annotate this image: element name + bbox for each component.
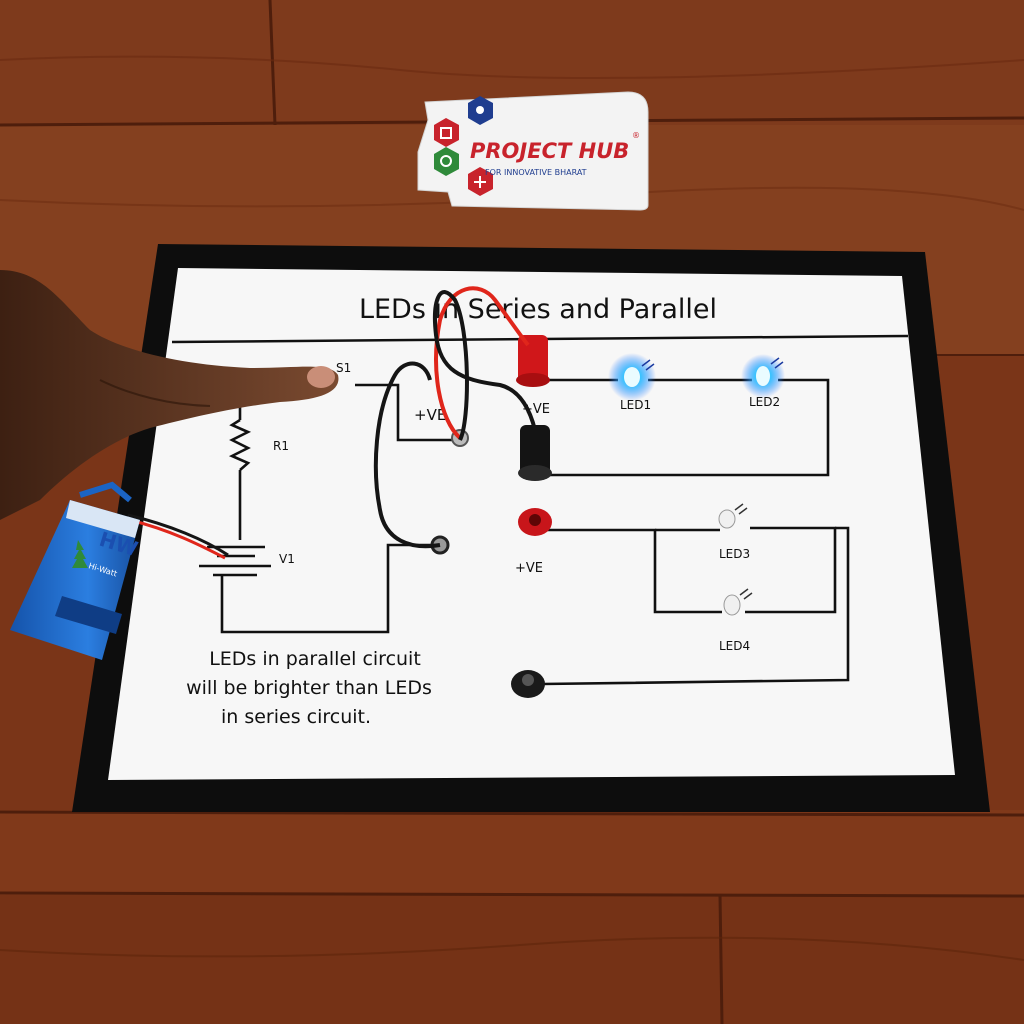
project-hub-logo: PROJECT HUB FOR INNOVATIVE BHARAT ® [417, 91, 649, 211]
logo-brand: PROJECT HUB [470, 139, 629, 163]
socket-series-black[interactable] [518, 425, 552, 481]
led4-off [723, 588, 753, 616]
note-line-2: will be brighter than LEDs [186, 677, 432, 699]
led2-lit [741, 354, 785, 398]
socket-parallel-red[interactable] [518, 508, 552, 536]
led2-label: LED2 [749, 395, 780, 409]
circuit-board: LEDs in Series and Parallel S1 R1 V1 +VE… [72, 244, 990, 812]
resistor-label: R1 [273, 439, 289, 453]
hand [0, 270, 339, 520]
led3-label: LED3 [719, 547, 750, 561]
led3-off [718, 503, 748, 529]
note-line-1: LEDs in parallel circuit [209, 648, 421, 670]
note-line-3: in series circuit. [221, 706, 371, 728]
parallel-terminal-label: +VE [515, 561, 543, 576]
led4-label: LED4 [719, 639, 750, 653]
switch-label: S1 [336, 361, 351, 375]
source-label: V1 [279, 552, 295, 566]
led1-label: LED1 [620, 398, 651, 412]
socket-series-red[interactable] [516, 335, 550, 387]
socket-parallel-black[interactable] [511, 670, 545, 698]
logo-tagline: FOR INNOVATIVE BHARAT [485, 168, 587, 177]
board-title: LEDs in Series and Parallel [359, 294, 717, 325]
source-terminal-label: +VE [414, 406, 446, 424]
led1-lit [608, 353, 656, 401]
jumper-wires [127, 286, 537, 560]
logo-registered-mark: ® [632, 131, 640, 140]
battery-9v: HW Hi-Watt [10, 481, 141, 660]
